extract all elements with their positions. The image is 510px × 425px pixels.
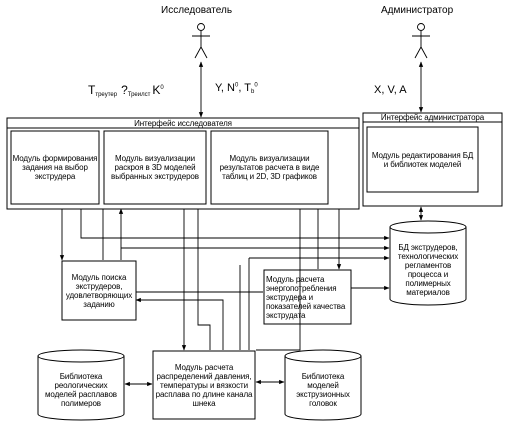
researcher-actor-label: Исследователь — [161, 5, 233, 16]
rheo-cylinder — [37, 349, 125, 421]
module-task-box — [10, 130, 100, 205]
module-task-label: Модуль формирования задания на выбор экс… — [12, 154, 98, 181]
module-results-box — [210, 130, 329, 205]
researcher-actor — [192, 23, 210, 59]
researcher-interface-title: Интерфейс исследователя — [134, 118, 232, 128]
admin-input-label: X, V, A — [374, 84, 407, 96]
db-label: БД экструдеров, технологических регламен… — [397, 243, 459, 297]
admin-actor-label: Администратор — [381, 5, 454, 16]
admin-interface-title: Интерфейс администратора — [380, 113, 485, 122]
module-search-box — [61, 260, 137, 321]
module-3d-label: Модуль визуализации раскроя в 3D моделей… — [111, 154, 199, 181]
rheo-library-label: Библиотека реологических моделей расплав… — [45, 372, 117, 408]
module-melt-label: Модуль расчета распределений давления, т… — [155, 362, 253, 408]
module-edit-db-box — [366, 126, 479, 193]
module-edit-db-label: Модуль редактирования БД и библиотек мод… — [371, 150, 474, 169]
module-3d-box — [103, 130, 207, 205]
heads-library-label: Библиотека моделей экструзионных головок — [296, 372, 350, 408]
module-melt-box — [152, 350, 256, 420]
heads-cylinder — [284, 349, 362, 421]
module-results-label: Модуль визуализации результатов расчета … — [219, 154, 320, 181]
admin-actor — [412, 23, 430, 59]
researcher-output-label: Y, N0, Tb0 — [215, 82, 258, 95]
module-search-label: Модуль поиска экструдеров, удовлетворяющ… — [65, 272, 133, 309]
module-energy-box — [263, 269, 352, 325]
module-energy-label: Модуль расчета энергопотребления экструд… — [266, 274, 346, 320]
db-cylinder — [389, 220, 467, 306]
